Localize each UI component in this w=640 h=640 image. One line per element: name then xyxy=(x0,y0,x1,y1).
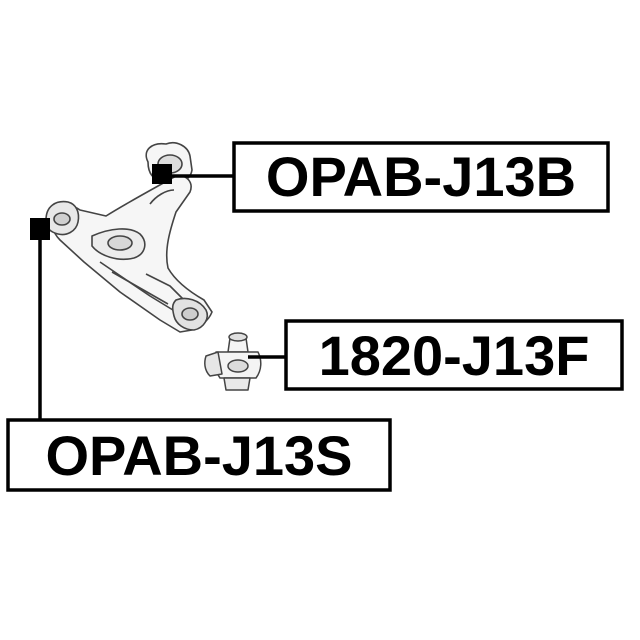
part-label-opab-j13s: OPAB-J13S xyxy=(45,424,352,487)
marker-square-opab-j13s xyxy=(30,218,50,240)
part-label-1820-j13f: 1820-J13F xyxy=(319,324,590,387)
marker-square-opab-j13b xyxy=(152,164,172,184)
part-label-opab-j13b: OPAB-J13B xyxy=(266,145,576,208)
label-box-opab-j13b: OPAB-J13B xyxy=(232,141,610,213)
ball-joint-drawing xyxy=(204,332,262,391)
connector-lines xyxy=(38,174,286,420)
label-box-opab-j13s: OPAB-J13S xyxy=(6,418,392,492)
control-arm-drawing xyxy=(45,141,213,333)
label-box-1820-j13f: 1820-J13F xyxy=(284,319,624,391)
